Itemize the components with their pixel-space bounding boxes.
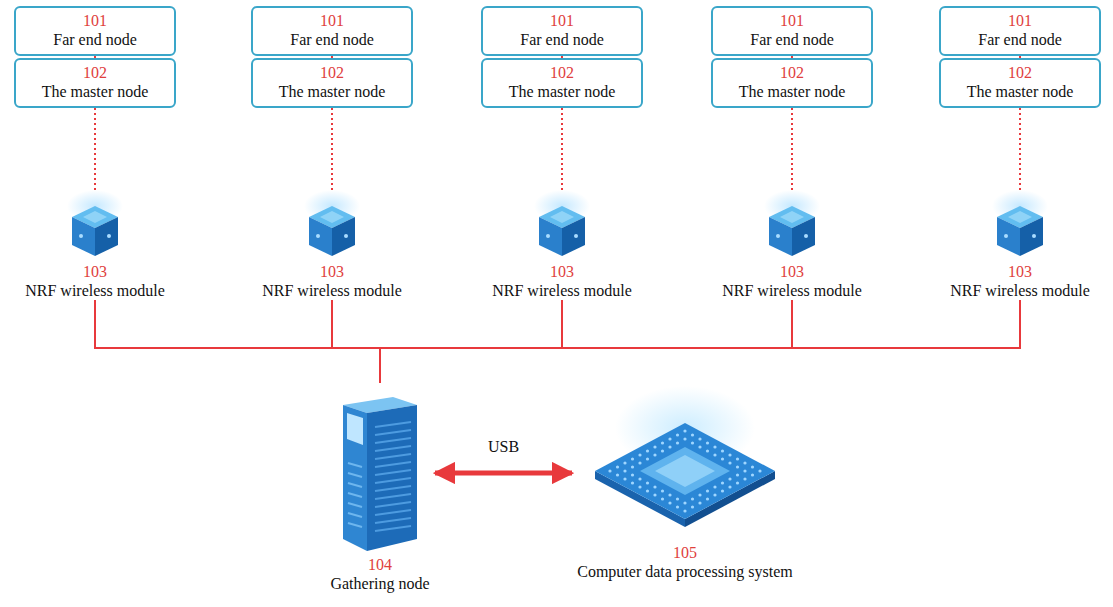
gathering-node: 104Gathering node (325, 383, 435, 593)
far-end-node-box: 101Far end node (711, 6, 873, 56)
master-node-box: 102The master node (481, 58, 643, 108)
node-label: The master node (721, 82, 863, 101)
processor-chip-icon (585, 383, 785, 543)
wireless-module-node: 103NRF wireless module (257, 190, 407, 300)
computer-node: 105Computer data processing system (572, 383, 798, 581)
callout-number: 102 (261, 63, 403, 82)
dotted-link (1019, 108, 1021, 190)
node-label: NRF wireless module (487, 281, 637, 300)
callout-number: 103 (257, 262, 407, 281)
far-end-node-box: 101Far end node (481, 6, 643, 56)
link-line (332, 300, 380, 383)
link-line (380, 300, 1020, 383)
node-label: NRF wireless module (945, 281, 1095, 300)
wireless-module-node: 103NRF wireless module (717, 190, 867, 300)
master-node-box: 102The master node (14, 58, 176, 108)
callout-number: 103 (487, 262, 637, 281)
callout-number: 102 (491, 63, 633, 82)
callout-number: 101 (261, 11, 403, 30)
dotted-link (331, 108, 333, 190)
node-label: Far end node (24, 30, 166, 49)
node-label: The master node (949, 82, 1091, 101)
callout-number: 101 (721, 11, 863, 30)
node-label: Far end node (721, 30, 863, 49)
master-node-box: 102The master node (251, 58, 413, 108)
master-node-box: 102The master node (711, 58, 873, 108)
link-line (95, 300, 380, 383)
node-label: NRF wireless module (20, 281, 170, 300)
wireless-module-icon (760, 190, 824, 262)
callout-number: 102 (24, 63, 166, 82)
callout-number: 103 (20, 262, 170, 281)
node-label: NRF wireless module (717, 281, 867, 300)
wireless-module-icon (63, 190, 127, 262)
dotted-link (561, 108, 563, 190)
edge-label: USB (485, 437, 522, 456)
callout-number: 105 (572, 543, 798, 562)
node-label: Far end node (949, 30, 1091, 49)
node-label: The master node (491, 82, 633, 101)
wireless-module-icon (300, 190, 364, 262)
node-label: The master node (261, 82, 403, 101)
callout-number: 101 (24, 11, 166, 30)
wireless-module-node: 103NRF wireless module (945, 190, 1095, 300)
callout-number: 103 (945, 262, 1095, 281)
dotted-link (94, 108, 96, 190)
node-label: Computer data processing system (572, 562, 798, 581)
node-label: Far end node (261, 30, 403, 49)
callout-number: 104 (325, 555, 435, 574)
far-end-node-box: 101Far end node (939, 6, 1101, 56)
far-end-node-box: 101Far end node (14, 6, 176, 56)
link-line (380, 300, 792, 383)
node-label: NRF wireless module (257, 281, 407, 300)
far-end-node-box: 101Far end node (251, 6, 413, 56)
master-node-box: 102The master node (939, 58, 1101, 108)
wireless-module-node: 103NRF wireless module (20, 190, 170, 300)
dotted-link (791, 108, 793, 190)
link-line (380, 300, 562, 383)
callout-number: 102 (949, 63, 1091, 82)
callout-number: 101 (949, 11, 1091, 30)
wireless-module-icon (530, 190, 594, 262)
node-label: Far end node (491, 30, 633, 49)
wireless-module-icon (988, 190, 1052, 262)
callout-number: 101 (491, 11, 633, 30)
server-icon (335, 383, 425, 555)
usb-arrow (435, 471, 572, 476)
wireless-module-node: 103NRF wireless module (487, 190, 637, 300)
callout-number: 102 (721, 63, 863, 82)
node-label: Gathering node (325, 574, 435, 593)
node-label: The master node (24, 82, 166, 101)
callout-number: 103 (717, 262, 867, 281)
